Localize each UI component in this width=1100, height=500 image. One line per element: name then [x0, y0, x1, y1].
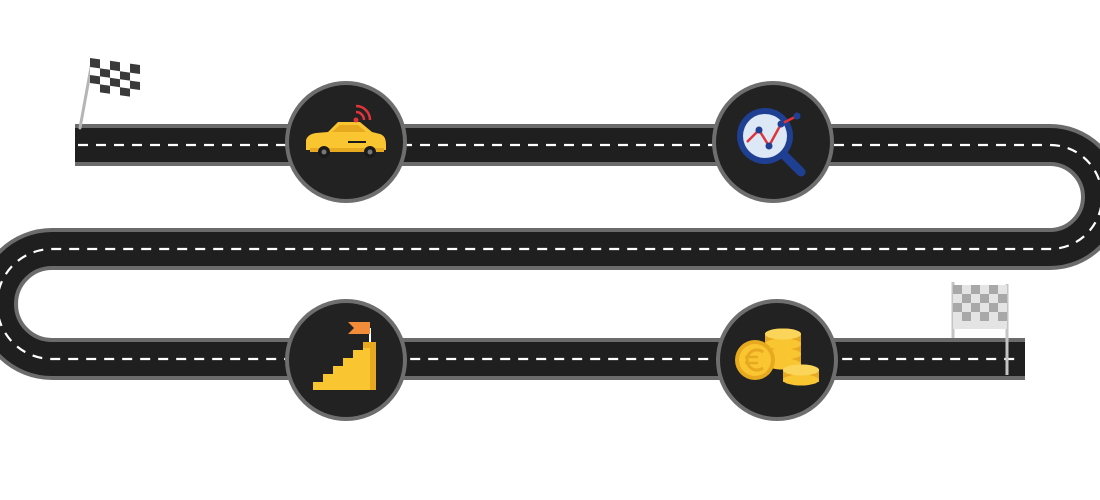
milestone-connected-car [285, 81, 407, 203]
stairs-flag-icon [313, 322, 376, 390]
finish-flag-icon [951, 282, 1009, 375]
checkered-flag-icon [78, 57, 142, 130]
lane-divider [0, 143, 1100, 361]
analytics-magnifier-icon [737, 108, 806, 177]
road-asphalt [0, 128, 1100, 376]
milestone-goal-staircase [285, 299, 407, 421]
milestone-data-analytics [712, 81, 834, 203]
euro-coins-icon [735, 328, 819, 386]
winding-road [0, 124, 1100, 380]
connected-car-icon [306, 104, 386, 158]
milestone-euro-savings [716, 299, 838, 421]
